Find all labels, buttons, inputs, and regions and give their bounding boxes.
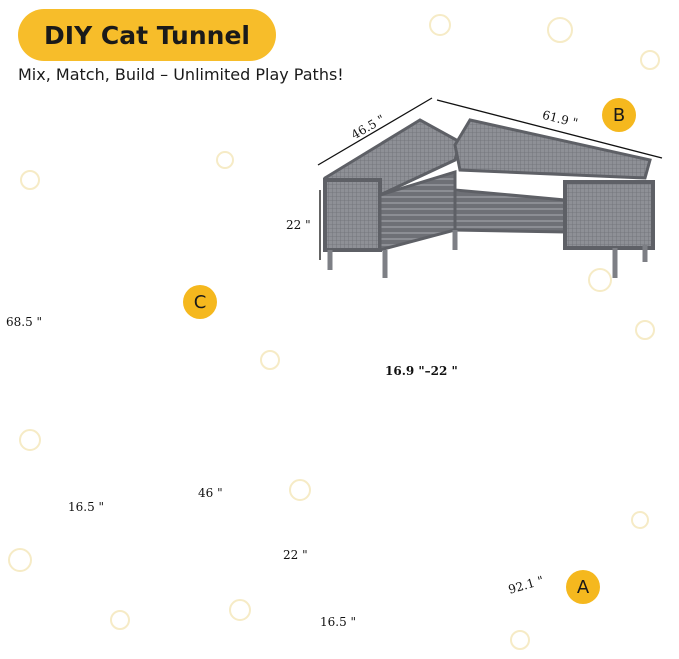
page-title: DIY Cat Tunnel bbox=[44, 20, 250, 50]
badge-c: C bbox=[183, 285, 217, 319]
dim-detail-range: 16.9 "–22 " bbox=[385, 364, 458, 378]
dim-a-depth: 16.5 " bbox=[320, 615, 357, 629]
dim-c-length: 46 " bbox=[198, 486, 223, 500]
title-pill: DIY Cat Tunnel bbox=[18, 9, 276, 61]
config-b-tunnel bbox=[323, 118, 655, 278]
dim-c-height: 68.5 " bbox=[6, 315, 43, 329]
page-subtitle: Mix, Match, Build – Unlimited Play Paths… bbox=[18, 65, 344, 84]
dim-b-height: 22 " bbox=[286, 218, 311, 232]
dim-a-height: 22 " bbox=[283, 548, 308, 562]
badge-b: B bbox=[602, 98, 636, 132]
badge-a: A bbox=[566, 570, 600, 604]
dim-c-depth: 16.5 " bbox=[68, 500, 105, 514]
